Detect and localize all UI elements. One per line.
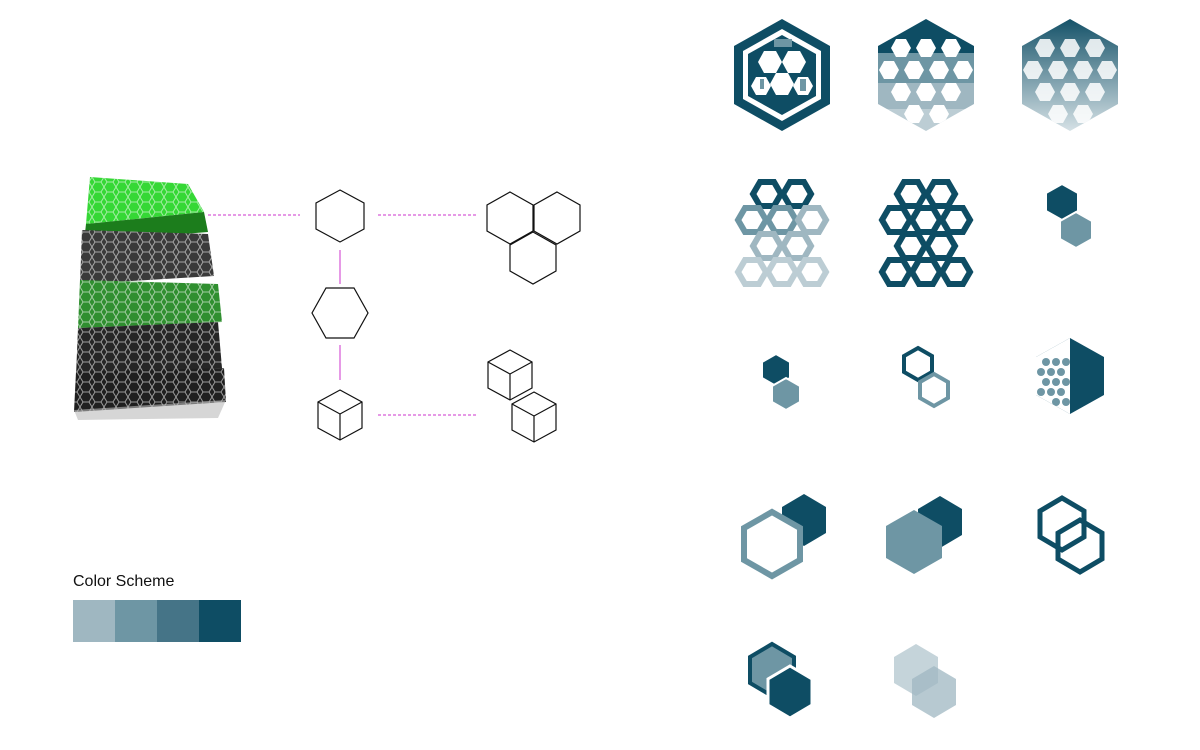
hexagon-concept-diagram [208, 189, 581, 443]
flat-hexagon-outline-icon [311, 287, 369, 339]
interlocked-hexagon-outlines-icon [1018, 482, 1122, 602]
swatch-3 [157, 600, 199, 642]
outline-hexagon-over-solid-icon [730, 482, 834, 602]
hexagon-maze-logo-icon [730, 15, 834, 135]
grid-mat-stack-photo [74, 177, 226, 420]
three-hexagon-cluster-icon [486, 191, 581, 285]
swatch-4 [199, 600, 241, 642]
two-small-hexagons-outline-icon [874, 326, 978, 446]
translucent-hexagons-icon [874, 626, 978, 746]
swatch-2 [115, 600, 157, 642]
swatch-1 [73, 600, 115, 642]
two-small-hexagons-solid-icon [730, 326, 834, 446]
overlapping-solid-hexagons-icon [874, 482, 978, 602]
stacked-hexagons-bordered-icon [730, 626, 834, 746]
hexagon-half-honeycomb-icon [1018, 326, 1122, 446]
honeycomb-hexagon-fade-icon [874, 15, 978, 135]
color-scheme-swatches [73, 600, 241, 642]
cube-icon [317, 389, 363, 441]
color-scheme-title: Color Scheme [73, 573, 175, 590]
stacked-cubes-icon [487, 349, 557, 443]
hexagon-outline-icon [315, 189, 365, 243]
honeycomb-lattice-fade-icon [730, 168, 834, 288]
connector-lines [208, 214, 478, 416]
honeycomb-hexagon-gradient-icon [1018, 15, 1122, 135]
honeycomb-lattice-solid-icon [874, 168, 978, 288]
two-hexagons-solid-icon [1018, 168, 1122, 288]
